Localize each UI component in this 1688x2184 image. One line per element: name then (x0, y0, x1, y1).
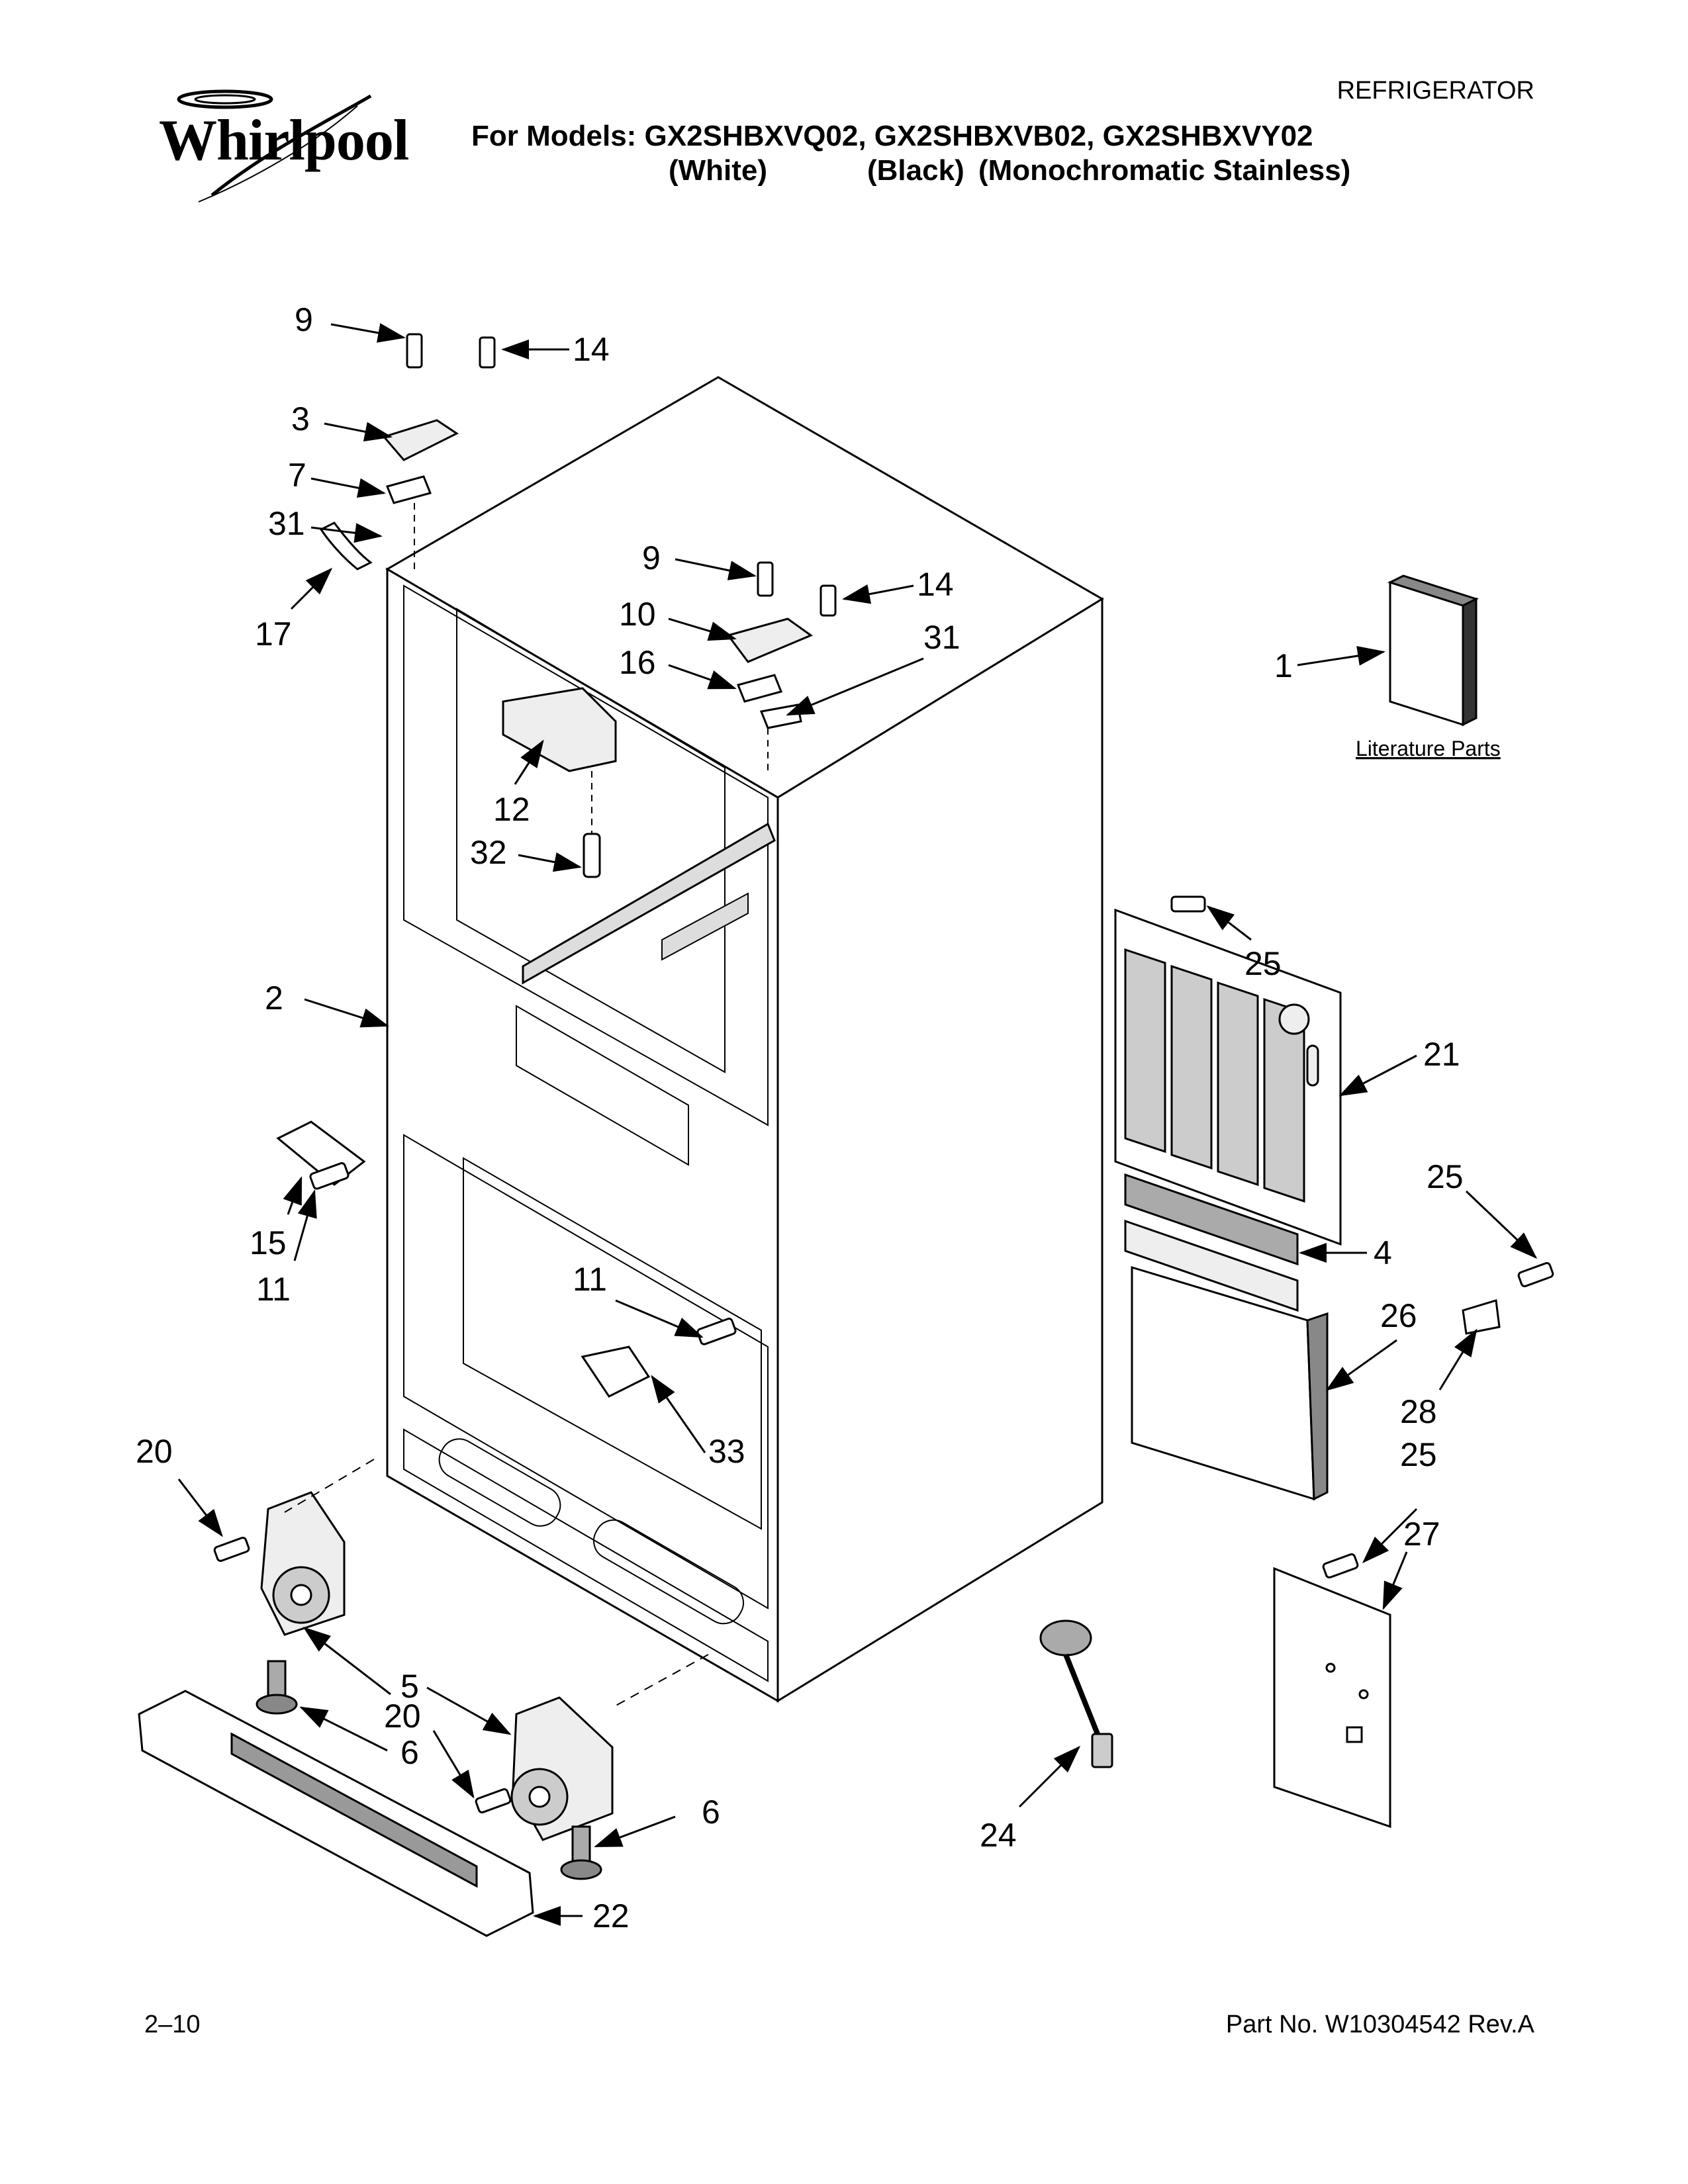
grille-panel (1114, 908, 1342, 1246)
callout: 28 (1400, 1393, 1437, 1430)
callout: 15 (250, 1224, 287, 1261)
callout: 20 (136, 1433, 173, 1470)
callout: 10 (619, 596, 656, 633)
callout: 22 (592, 1897, 630, 1934)
callout: 16 (619, 644, 656, 681)
callout: 25 (1400, 1436, 1437, 1473)
brand-logo: Whirlpool (159, 109, 409, 173)
literature-book (1387, 574, 1479, 727)
callout: 31 (268, 505, 305, 542)
callout: 33 (708, 1433, 745, 1470)
color-black: (Black) (867, 154, 964, 187)
callout: 6 (400, 1734, 419, 1771)
mid-hinge-parts (276, 1120, 737, 1398)
part-number: Part No. W10304542 Rev.A (1225, 2011, 1534, 2038)
callout: 26 (1380, 1297, 1417, 1334)
callout: 11 (256, 1271, 291, 1308)
callout: 31 (923, 619, 961, 656)
callout: 11 (573, 1261, 607, 1298)
top-hinge-center (726, 561, 837, 774)
dashed-guides (284, 1459, 709, 1708)
callout: 1 (1274, 647, 1293, 684)
callout: 9 (642, 539, 661, 576)
callout: 12 (493, 791, 530, 828)
color-stainless: (Monochromatic Stainless) (978, 154, 1351, 187)
callout: 17 (255, 615, 292, 653)
callout: 7 (288, 457, 306, 494)
callout: 21 (1423, 1036, 1460, 1073)
callout: 5 (400, 1668, 419, 1705)
page-number: 2–10 (144, 2011, 201, 2038)
callout: 20 (384, 1698, 421, 1735)
callout: 32 (470, 834, 507, 871)
callout: 25 (1244, 945, 1282, 982)
callout: 25 (1427, 1158, 1464, 1195)
callout: 9 (295, 301, 313, 338)
callout: 14 (573, 331, 610, 368)
roller-assembly-right (475, 1696, 614, 1880)
callout: 14 (917, 566, 954, 603)
color-line: (White) (Black) (Monochromatic Stainless) (471, 154, 1350, 188)
callout: 2 (265, 979, 283, 1017)
access-panel (1131, 1265, 1329, 1501)
small-hardware-right (1170, 895, 1554, 1578)
category-label: REFRIGERATOR (1336, 77, 1534, 105)
roller-assembly-left (213, 1491, 346, 1715)
kick-plate (1124, 1173, 1299, 1312)
brand-logo-swirl (177, 89, 372, 203)
color-white: (White) (669, 154, 768, 187)
interior-parts (502, 687, 776, 985)
model-list: For Models: GX2SHBXVQ02, GX2SHBXVB02, GX… (471, 119, 1350, 188)
rear-cover (1273, 1567, 1391, 1829)
top-hinge-left (319, 333, 496, 570)
model-line: For Models: GX2SHBXVQ02, GX2SHBXVB02, GX… (471, 120, 1313, 152)
callout: 4 (1374, 1234, 1392, 1271)
cabinet (385, 376, 1104, 1703)
callout: 27 (1403, 1516, 1440, 1553)
wiring-harness (1039, 1619, 1113, 1768)
callout: 24 (980, 1817, 1017, 1854)
toe-grille (138, 1690, 534, 1937)
leader-lines (177, 323, 1538, 1926)
callout: 3 (291, 400, 310, 437)
callout: 6 (702, 1794, 720, 1831)
callout-labels: 9 14 3 7 31 17 9 14 10 31 16 1 12 32 25 … (136, 301, 1464, 1934)
literature-parts-label: Literature Parts (1356, 737, 1501, 760)
